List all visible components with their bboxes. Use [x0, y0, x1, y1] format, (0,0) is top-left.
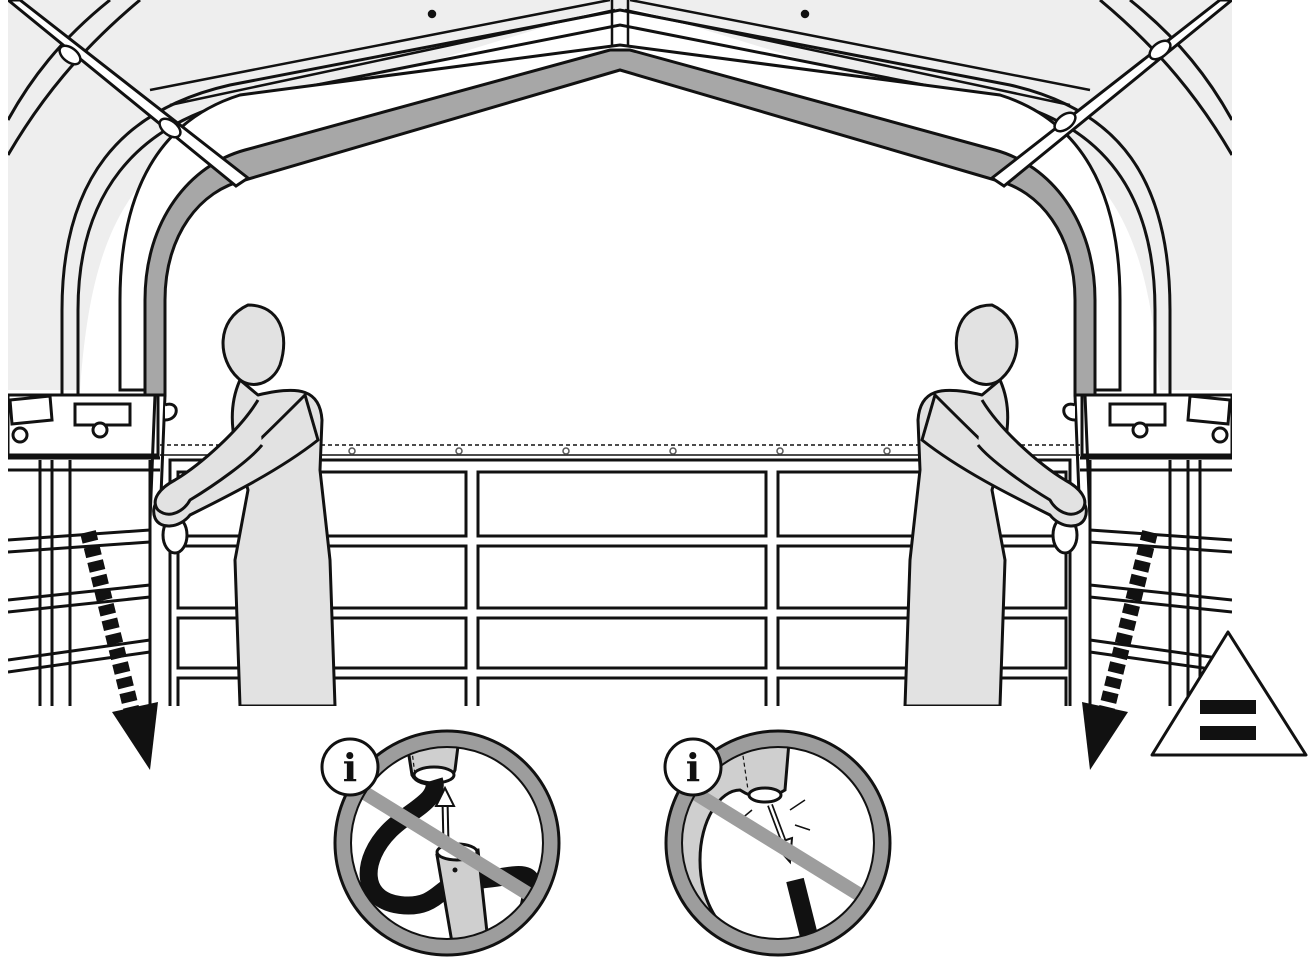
info-badge-left: i: [322, 739, 378, 795]
shelter-scene: [8, 0, 1232, 720]
info-glyph-left: i: [343, 745, 357, 790]
info-badge-right: i: [665, 739, 721, 795]
info-glyph-right: i: [686, 745, 700, 790]
